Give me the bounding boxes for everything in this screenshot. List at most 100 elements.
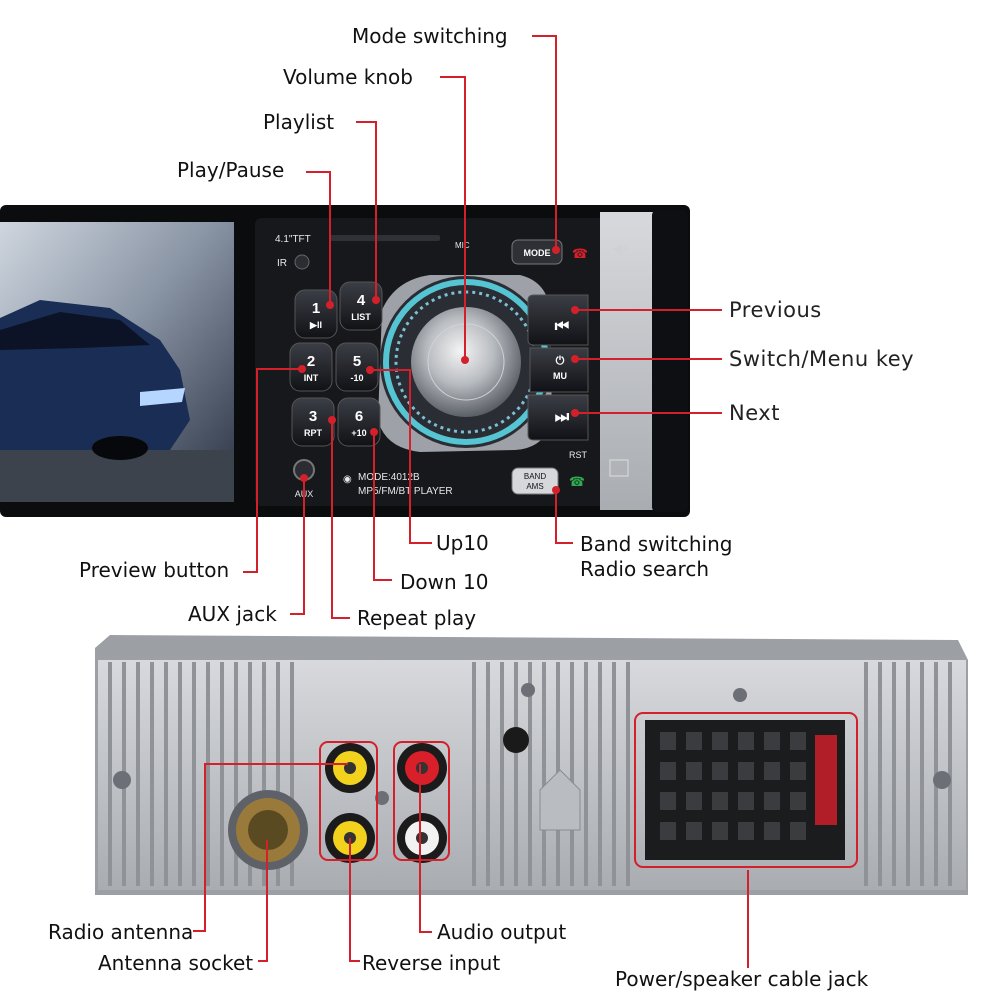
label-radio-antenna: Radio antenna [48,920,194,944]
label-down10: Down 10 [400,570,489,594]
rst-label: RST [569,450,588,460]
heatsink-fin [178,662,182,886]
callout-lines [193,35,858,968]
heatsink-fin [598,662,602,886]
ir-sensor [294,254,310,270]
key-5-number: 5 [353,353,361,370]
label-playlist: Playlist [263,110,335,134]
car-image [0,300,234,502]
menu-button[interactable]: ⏻ MU [529,347,589,393]
heatsink-fin [192,662,196,886]
screw-right [933,771,951,789]
label-radio-search: Radio search [580,557,709,581]
connector-pin [764,762,780,780]
label-up10: Up10 [436,531,489,555]
band-label: BAND [524,472,546,481]
connector-pin [660,762,676,780]
key-4-sub: LIST [351,312,371,322]
heatsink-fin [486,662,490,886]
connector-pin [790,792,806,810]
mic-label: MIC [455,241,470,250]
key-4-list[interactable]: 4 LIST [339,281,383,331]
heatsink-fin [248,662,252,886]
screen-size-label: 4.1"TFT [275,234,311,245]
heatsink-fin [206,662,210,886]
connector-pin [686,822,702,840]
connector-pin [686,762,702,780]
phone-hangup-icon[interactable]: ☎ [572,246,588,261]
power-speaker-connector[interactable] [645,720,845,860]
label-aux-jack: AUX jack [188,602,277,626]
label-volume-knob: Volume knob [283,65,413,89]
previous-button[interactable]: ⏮ [527,294,589,346]
previous-icon: ⏮ [555,318,569,335]
next-button[interactable]: ⏭ [527,394,589,441]
mode-button[interactable]: MODE [511,239,563,265]
key-4-number: 4 [357,292,366,309]
label-next: Next [729,401,780,425]
key-1-play-pause[interactable]: 1 ▶II [294,289,338,339]
heatsink-fin [612,662,616,886]
antenna-socket[interactable] [228,790,308,870]
key-1-sub: ▶II [309,320,322,330]
key-3-rpt[interactable]: 3 RPT [291,397,335,447]
heatsink-fin [472,662,476,886]
rca-audio-left[interactable] [397,813,447,863]
heatsink-fin [136,662,140,886]
connector-pin [790,732,806,750]
connector-pin [790,762,806,780]
rca-reverse-top[interactable] [325,743,375,793]
heatsink-fin [570,662,574,886]
connector-pin [738,732,754,750]
band-button[interactable]: BAND AMS [511,467,559,495]
label-power-speaker-cable: Power/speaker cable jack [615,967,869,991]
screw-top [521,683,535,697]
back-panel [95,635,968,895]
connector-pin [738,792,754,810]
key-2-sub: INT [304,373,319,383]
label-band-switching: Band switching [580,532,733,556]
connector-pin [712,792,728,810]
phone-answer-icon[interactable]: ☎ [569,474,585,489]
heatsink-fin [514,662,518,886]
video-icon [609,459,629,477]
keypad: 1 ▶II 4 LIST 2 INT 5 -10 3 RPT 6 +10 [289,281,383,447]
screw-top-right [733,688,747,702]
key-6-plus10[interactable]: 6 +10 [337,397,381,447]
connector-pin [738,822,754,840]
connector-pin [660,732,676,750]
heatsink-fin [500,662,504,886]
heatsink-fin [948,662,952,886]
heatsink-fin [542,662,546,886]
heatsink-fin [528,662,532,886]
model-line-1: MODE:4012B [358,472,420,483]
label-audio-output: Audio output [437,920,567,944]
connector-pins [660,732,806,840]
connector-pin [790,822,806,840]
eject-icon[interactable]: ◀≡ [613,243,628,255]
mounting-hole [503,727,529,753]
key-6-number: 6 [355,408,363,425]
rca-audio-right[interactable] [397,743,447,793]
connector-pin [686,732,702,750]
heatsink-fin [150,662,154,886]
heatsink-fin [584,662,588,886]
key-6-sub: +10 [351,428,366,438]
key-2-int[interactable]: 2 INT [289,342,333,392]
connector-pin [764,822,780,840]
heatsink-fin [626,662,630,886]
connector-pin [764,792,780,810]
label-switch-menu: Switch/Menu key [729,347,915,371]
screw-left [113,771,131,789]
label-antenna-socket: Antenna socket [98,951,254,975]
connector-pin [660,792,676,810]
label-repeat-play: Repeat play [357,606,477,630]
key-2-number: 2 [307,353,315,370]
connector-pin [686,792,702,810]
model-line-2: MP5/FM/BT PLAYER [358,486,453,497]
key-5-minus10[interactable]: 5 -10 [335,342,379,392]
connector-pin [660,822,676,840]
label-reverse-input: Reverse input [362,951,501,975]
key-3-sub: RPT [304,428,323,438]
mu-label: MU [553,371,567,381]
